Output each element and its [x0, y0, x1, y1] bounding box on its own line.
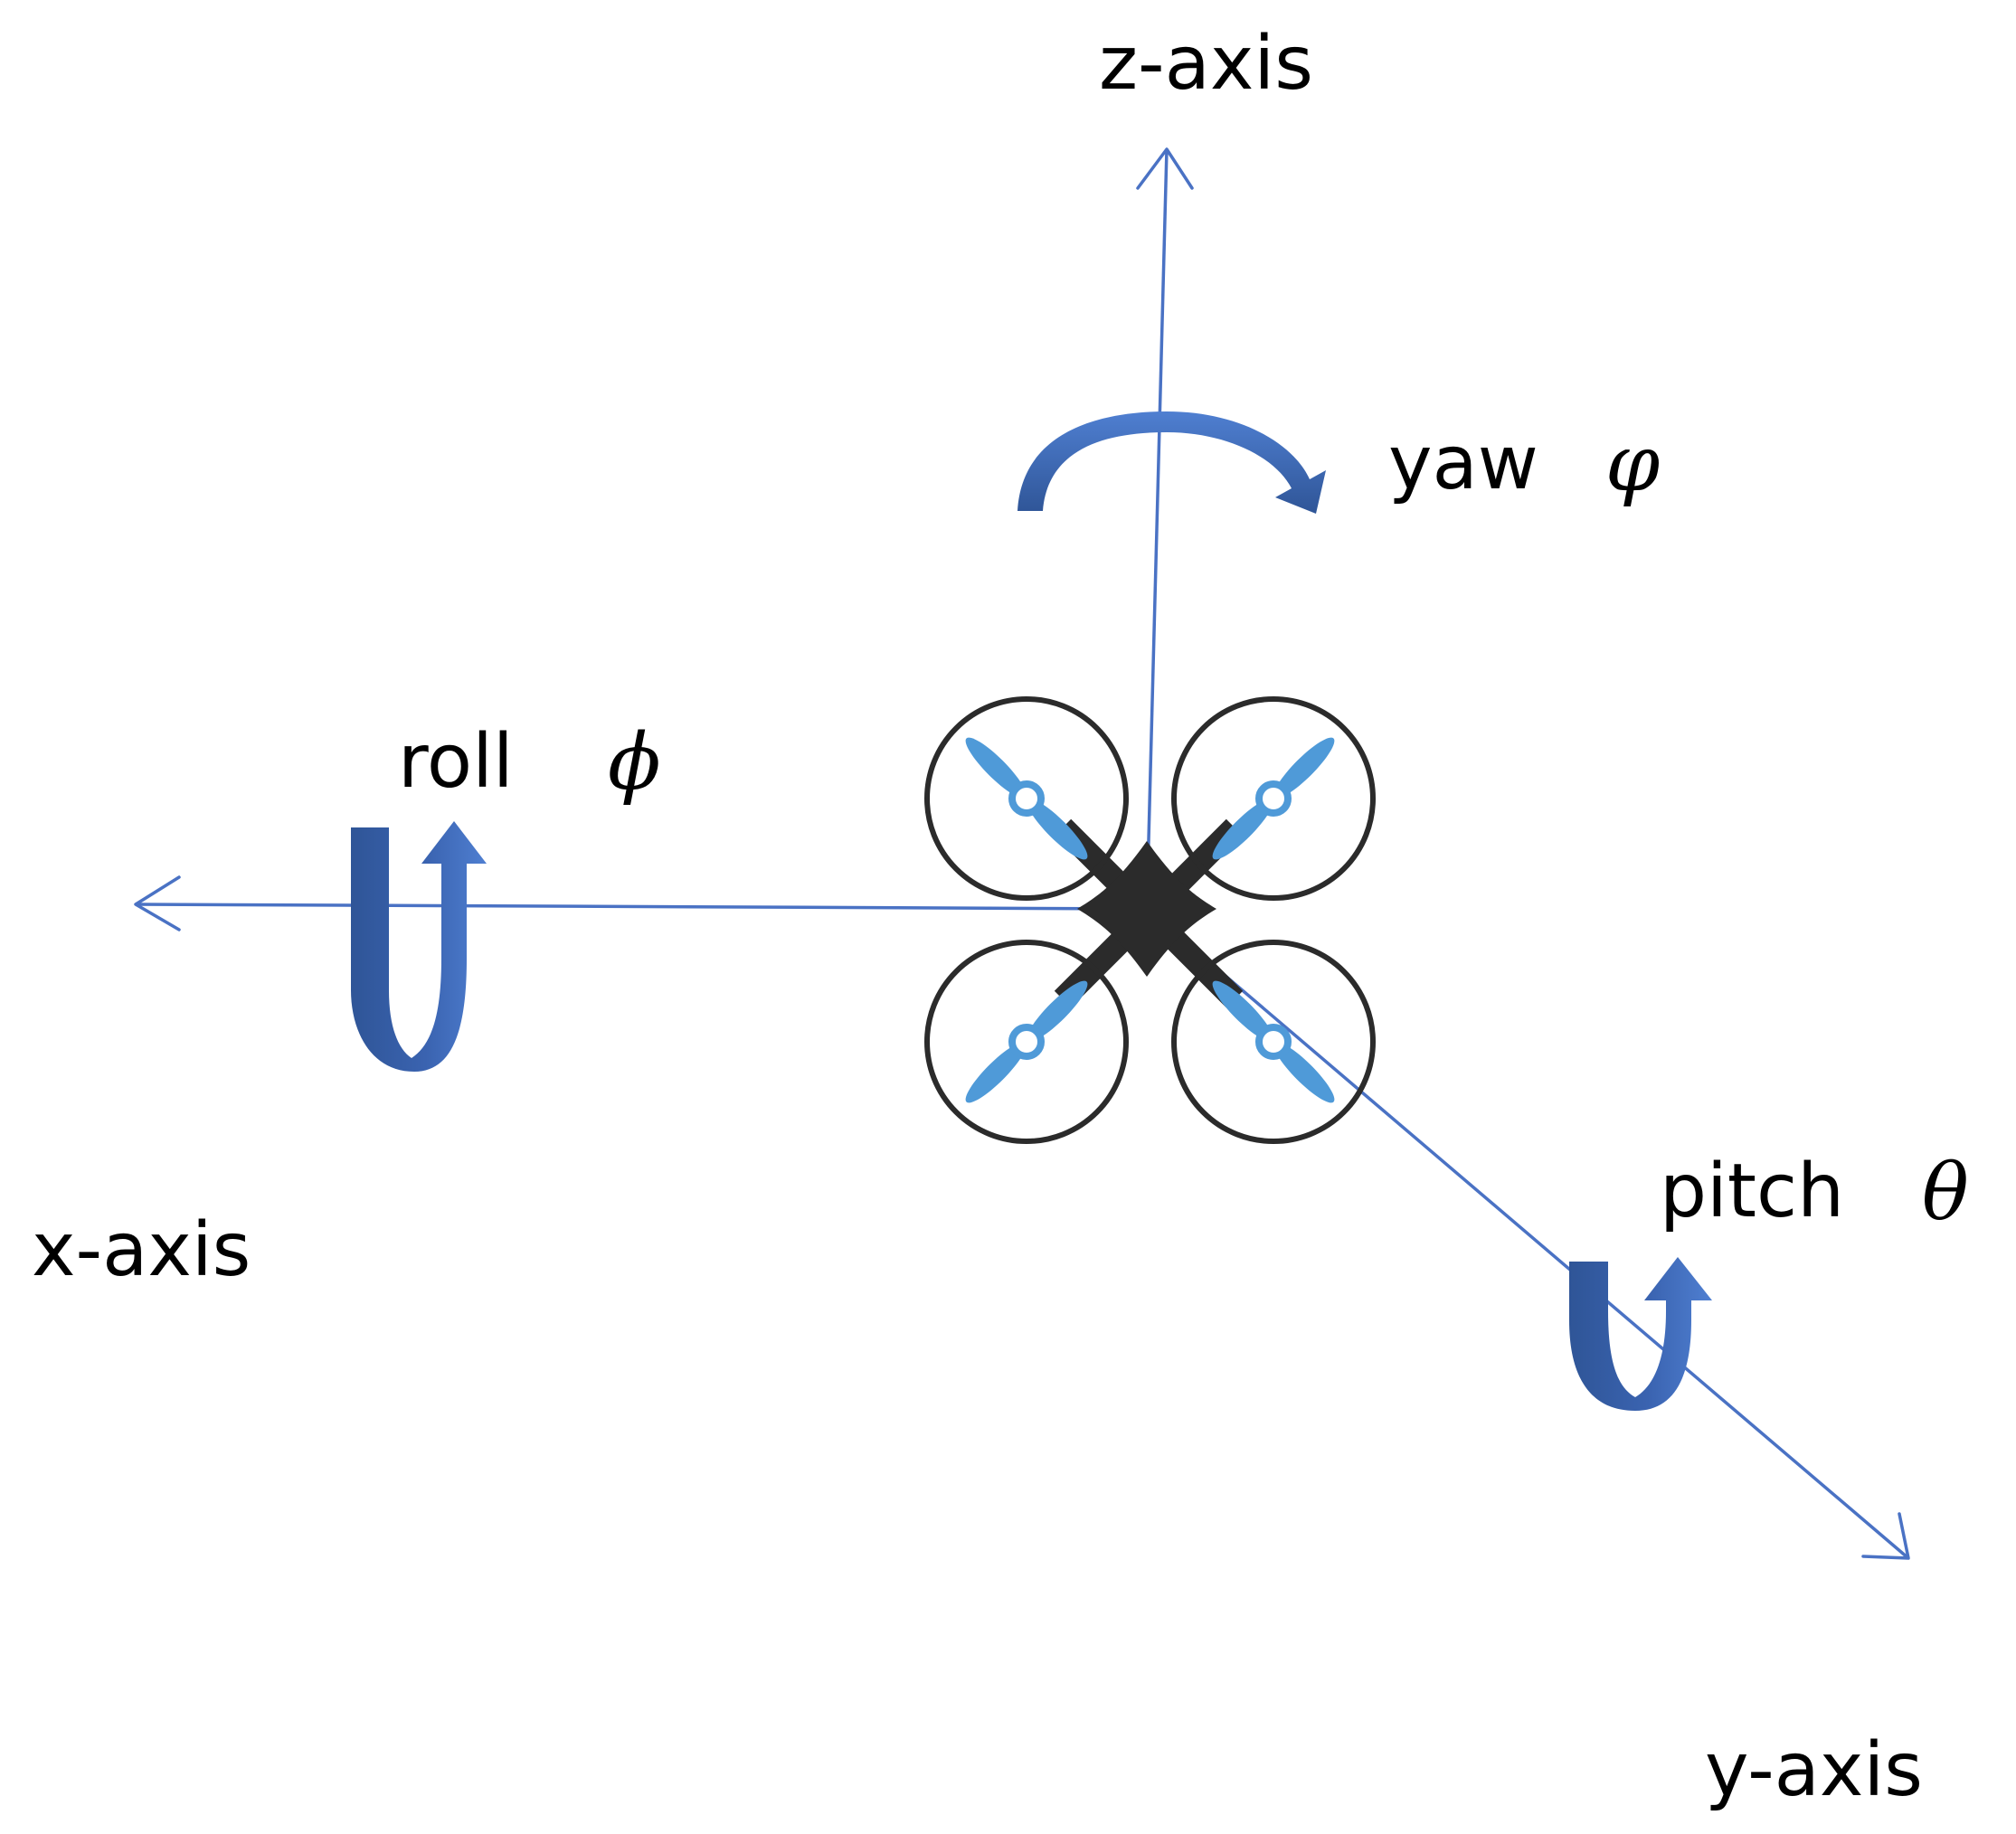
z-axis-line [1136, 147, 1194, 910]
rotor-bottom-left [924, 940, 1129, 1144]
pitch-label: pitch [1660, 1149, 1844, 1234]
drone-body [1077, 841, 1216, 977]
y-axis-label: y-axis [1705, 1727, 1923, 1813]
yaw-label: yaw [1388, 421, 1538, 506]
x-axis-label: x-axis [32, 1207, 251, 1293]
rotor-top-left [924, 696, 1129, 901]
rotor-bottom-right [1171, 940, 1376, 1144]
x-axis-line [134, 875, 1148, 931]
quadcopter-icon [924, 696, 1376, 1144]
pitch-symbol: θ [1922, 1148, 1969, 1238]
rotor-top-right [1171, 696, 1376, 901]
roll-rotation-arrow-icon [351, 821, 487, 1072]
yaw-symbol: φ [1605, 419, 1660, 509]
z-axis-label: z-axis [1099, 21, 1313, 107]
yaw-rotation-arrow-icon [1017, 411, 1326, 514]
roll-symbol: ϕ [608, 717, 661, 808]
y-axis-line [1145, 907, 1910, 1560]
roll-label: roll [398, 719, 514, 805]
pitch-rotation-arrow-icon [1569, 1257, 1712, 1411]
